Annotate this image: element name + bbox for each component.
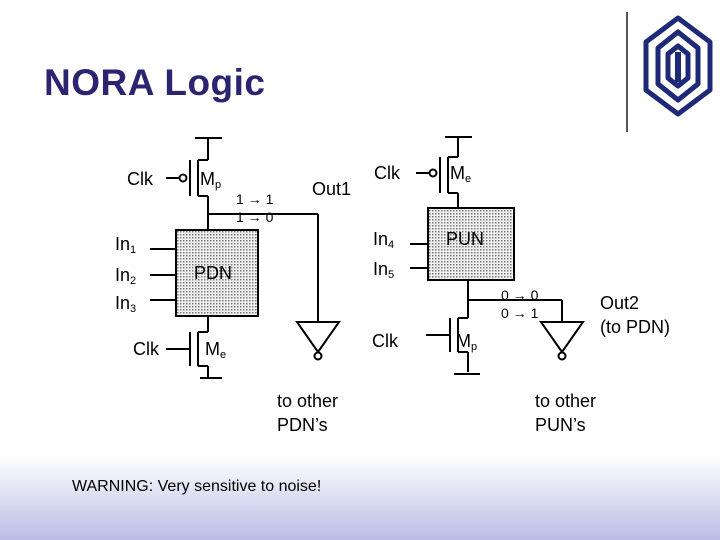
pdn-block: [175, 229, 259, 317]
left-fanout-line1: to other: [277, 391, 339, 411]
bottom-gradient: [0, 455, 720, 540]
right-mp-label: Mp: [456, 331, 478, 353]
right-fanout-line1: to other: [535, 391, 597, 411]
pun-block: [427, 207, 515, 281]
in5-label: In5: [373, 259, 395, 281]
in1-label: In1: [115, 234, 137, 256]
left-fanout-line2: PDN’s: [277, 415, 328, 435]
in3-label: In3: [115, 293, 137, 315]
out2-label: Out2: [600, 293, 640, 313]
university-logo-icon: [643, 15, 713, 117]
left-me-label: Me: [205, 339, 227, 361]
slide-title: NORA Logic: [44, 62, 266, 103]
pdn-label: PDN: [194, 263, 233, 283]
out1-label: Out1: [312, 179, 352, 199]
in4-label: In4: [373, 229, 395, 251]
left-clk-bottom-label: Clk: [133, 339, 159, 359]
left-transition-2: 1 → 0: [236, 209, 274, 225]
pun-label: PUN: [446, 229, 485, 249]
out2-destination-label: (to PDN): [600, 317, 671, 337]
right-transition-2: 0 → 1: [501, 305, 539, 321]
logo-divider: [626, 12, 628, 132]
noise-warning: WARNING: Very sensitive to noise!: [72, 478, 322, 495]
right-clk-top-label: Clk: [374, 163, 400, 183]
left-clk-top-label: Clk: [127, 169, 153, 189]
in2-label: In2: [115, 265, 137, 287]
right-transition-1: 0 → 0: [501, 287, 539, 303]
right-me-label: Me: [450, 163, 472, 185]
left-transition-1: 1 → 1: [236, 191, 274, 207]
left-mp-label: Mp: [200, 169, 222, 191]
right-fanout-line2: PUN’s: [535, 415, 586, 435]
right-clk-bottom-label: Clk: [372, 331, 398, 351]
